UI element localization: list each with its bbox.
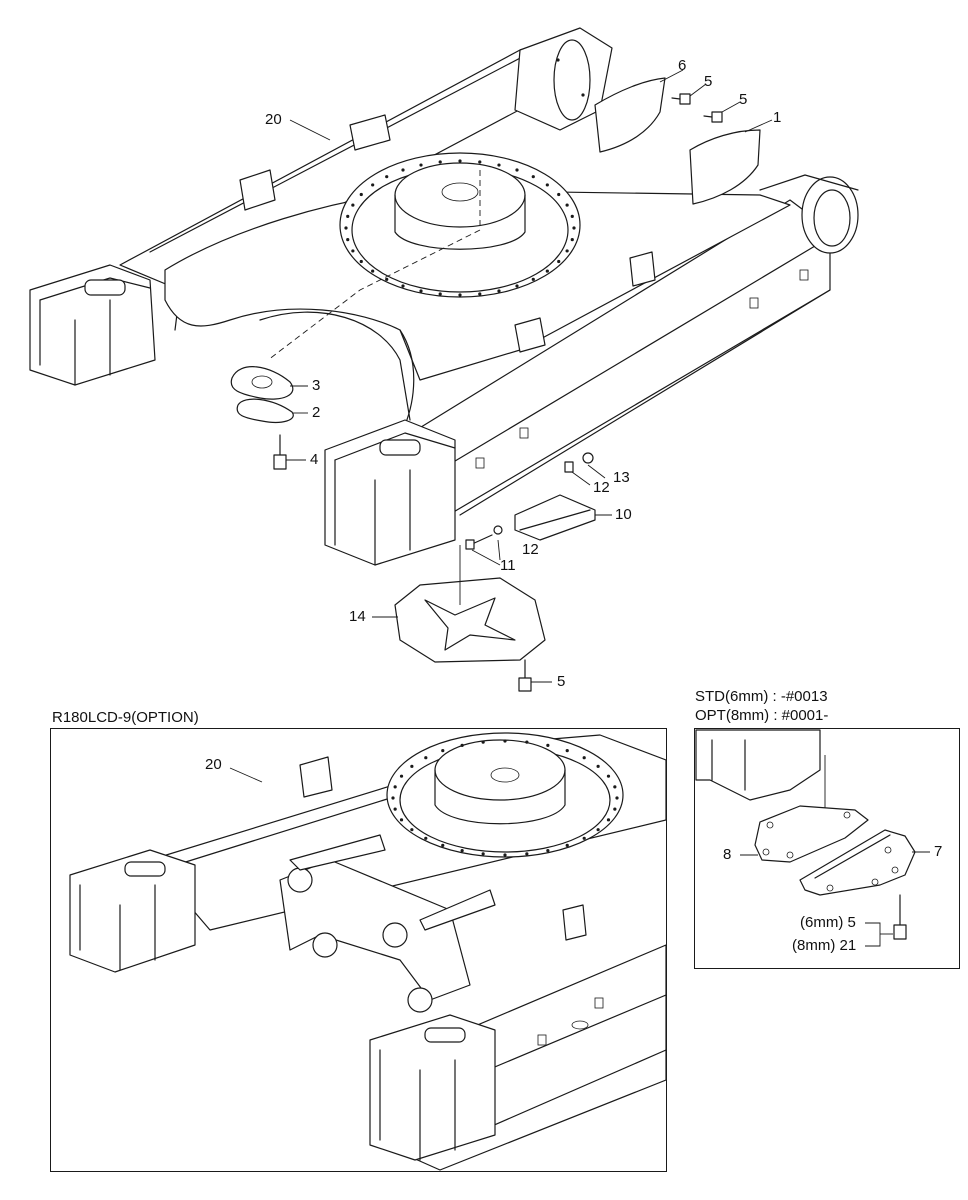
bolt-hole xyxy=(359,259,363,264)
bolt-hole xyxy=(525,740,528,743)
bolt-hole xyxy=(557,259,561,264)
bolt-hole xyxy=(419,289,423,293)
bolt-hole xyxy=(438,292,442,296)
callout-5: 5 xyxy=(557,673,566,690)
bolt-hole xyxy=(424,756,427,759)
bolt-hole xyxy=(458,293,462,297)
bolt-hole xyxy=(458,159,462,163)
bolt-hole xyxy=(583,837,586,840)
bolt-hole xyxy=(400,775,403,778)
bolt-hole xyxy=(570,238,574,242)
callout-3: 3 xyxy=(312,377,321,394)
callout-4: 4 xyxy=(310,451,319,468)
bolt-hole xyxy=(565,249,569,253)
bolt-hole xyxy=(346,238,350,242)
bolt-hole xyxy=(545,269,549,273)
bolt-hole xyxy=(478,292,482,296)
callout-5: 5 xyxy=(704,73,713,90)
bolt-hole xyxy=(385,277,389,281)
callout-11: 11 xyxy=(500,557,516,574)
detail-std-label: STD(6mm) : -#0013 xyxy=(695,688,828,705)
bolt-hole xyxy=(394,785,397,788)
bolt-hole xyxy=(570,214,574,218)
bolt-hole xyxy=(525,852,528,855)
bolt-hole xyxy=(461,744,464,747)
bolt-hole xyxy=(482,740,485,743)
callout-8: 8 xyxy=(723,846,732,863)
bolt-hole xyxy=(461,849,464,852)
callout-20: 20 xyxy=(265,111,282,128)
bolt-hole xyxy=(557,192,561,197)
bolt-hole xyxy=(597,765,600,768)
callout-20: 20 xyxy=(205,756,222,773)
callout-7: 7 xyxy=(934,843,943,860)
bolt-hole xyxy=(503,739,506,742)
option-panel-title: R180LCD-9(OPTION) xyxy=(52,709,199,726)
bolt-hole xyxy=(545,183,549,187)
callout-5: 5 xyxy=(739,91,748,108)
bolt-hole xyxy=(565,203,569,207)
callout-6: 6 xyxy=(678,57,687,74)
bolt-hole xyxy=(401,168,405,172)
bolt-hole xyxy=(359,192,363,197)
bolt-hole xyxy=(351,203,355,207)
callout-2: 2 xyxy=(312,404,321,421)
bolt-hole xyxy=(497,163,501,167)
bolt-hole xyxy=(613,785,616,788)
callout-13: 13 xyxy=(613,469,630,486)
bolt-hole xyxy=(615,796,618,799)
bolt-hole xyxy=(441,844,444,847)
bolt-hole xyxy=(515,284,519,288)
bolt-hole xyxy=(424,837,427,840)
detail-opt-label: OPT(8mm) : #0001- xyxy=(695,707,829,724)
bolt-hole xyxy=(497,289,501,293)
option-panel-frame xyxy=(50,728,667,1172)
bolt-hole xyxy=(478,160,482,164)
bolt-hole xyxy=(394,808,397,811)
bolt-hole xyxy=(503,853,506,856)
bolt-hole xyxy=(400,818,403,821)
callout-10: 10 xyxy=(615,506,632,523)
callout-12: 12 xyxy=(522,541,539,558)
bolt-hole xyxy=(607,818,610,821)
bolt-hole xyxy=(344,226,348,230)
callout-5-6mm: (6mm) 5 xyxy=(800,914,856,931)
bolt-hole xyxy=(441,749,444,752)
callout-21-8mm: (8mm) 21 xyxy=(792,937,857,954)
bolt-hole xyxy=(546,849,549,852)
bolt-hole xyxy=(371,269,375,273)
bolt-hole xyxy=(531,277,535,281)
bolt-hole xyxy=(419,163,423,167)
bolt-hole xyxy=(410,765,413,768)
bolt-hole xyxy=(385,175,389,179)
bolt-hole xyxy=(566,844,569,847)
bolt-hole xyxy=(391,796,394,799)
detail-panel-frame xyxy=(694,728,960,969)
bolt-hole xyxy=(572,226,576,230)
bolt-hole xyxy=(531,175,535,179)
bolt-hole xyxy=(482,852,485,855)
bolt-hole xyxy=(351,249,355,253)
bolt-hole xyxy=(401,284,405,288)
bolt-hole xyxy=(438,160,442,164)
callout-14: 14 xyxy=(349,608,366,625)
bolt-hole xyxy=(546,744,549,747)
bolt-hole xyxy=(371,183,375,187)
callout-12: 12 xyxy=(593,479,610,496)
callout-1: 1 xyxy=(773,109,782,126)
bolt-hole xyxy=(613,808,616,811)
bolt-hole xyxy=(583,756,586,759)
bolt-hole xyxy=(597,828,600,831)
bolt-hole xyxy=(410,828,413,831)
bolt-hole xyxy=(607,775,610,778)
main-frame-drawing xyxy=(29,27,859,692)
bolt-hole xyxy=(566,749,569,752)
bolt-hole xyxy=(515,168,519,172)
bolt-hole xyxy=(346,214,350,218)
